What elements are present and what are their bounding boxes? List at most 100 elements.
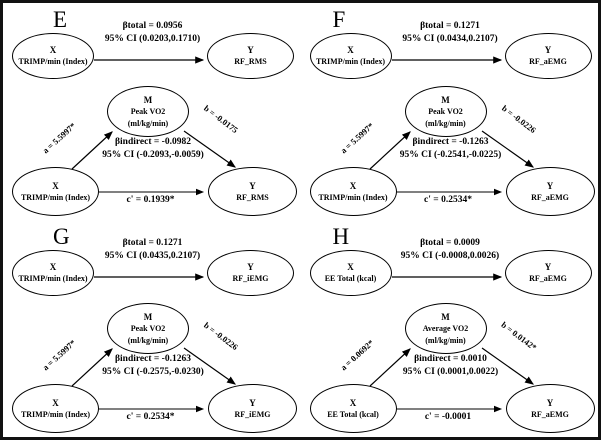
outcome-node-total: Y RF_aEMG bbox=[504, 250, 592, 296]
node-role-label: Y bbox=[247, 45, 254, 55]
beta-indirect-ci: 95% CI (0.0001,0.0022) bbox=[402, 366, 499, 377]
predictor-node-total: X TRIMP/min (Index) bbox=[309, 33, 392, 79]
node-unit-label: (ml/kg/min) bbox=[425, 118, 466, 128]
total-effect-stats: βtotal = 0.1271 95% CI (0.0434,0.2107) bbox=[353, 20, 548, 45]
path-arrows-layer bbox=[369, 56, 534, 196]
node-unit-label: (ml/kg/min) bbox=[127, 335, 169, 345]
beta-indirect-value: βindirect = -0.1263 bbox=[412, 137, 489, 147]
outcome-node-total: Y RF_RMS bbox=[207, 33, 294, 79]
indirect-effect-stats: βindirect = -0.1263 95% CI (-0.2575,-0.0… bbox=[53, 353, 253, 378]
node-role-label: Y bbox=[546, 180, 554, 191]
node-role-label: X bbox=[347, 262, 354, 272]
node-variable-label: TRIMP/min (Index) bbox=[315, 57, 386, 66]
total-effect-stats: βtotal = 0.0009 95% CI (-0.0008,0.0026) bbox=[353, 237, 548, 262]
panel-letter: G bbox=[53, 224, 71, 249]
indirect-effect-stats: βindirect = -0.1263 95% CI (-0.2541,-0.0… bbox=[351, 136, 551, 161]
node-role-label: M bbox=[143, 311, 153, 322]
beta-total-value: βtotal = 0.1271 bbox=[122, 238, 183, 248]
mediation-panel: H βtotal = 0.0009 95% CI (-0.0008,0.0026… bbox=[301, 220, 599, 437]
beta-indirect-ci: 95% CI (-0.2093,-0.0059) bbox=[102, 149, 204, 160]
node-role-label: X bbox=[52, 397, 59, 408]
node-role-label: M bbox=[441, 94, 450, 105]
predictor-node-mediation: X TRIMP/min (Index) bbox=[12, 384, 99, 433]
outcome-node-mediation: Y RF_aEMG bbox=[505, 167, 595, 216]
path-a-arrow bbox=[369, 348, 411, 387]
beta-total-value: βtotal = 0.1271 bbox=[420, 21, 480, 31]
outcome-node-mediation: Y RF_RMS bbox=[208, 167, 297, 216]
beta-total-value: βtotal = 0.0009 bbox=[420, 238, 480, 248]
path-a-arrow bbox=[369, 131, 411, 170]
beta-total-ci: 95% CI (0.0434,0.2107) bbox=[402, 33, 498, 44]
node-variable-label: TRIMP/min (Index) bbox=[18, 57, 88, 66]
node-unit-label: (ml/kg/min) bbox=[425, 335, 466, 345]
predictor-node-total: X TRIMP/min (Index) bbox=[12, 33, 94, 79]
node-variable-label: TRIMP/min (Index) bbox=[18, 274, 88, 283]
node-role-label: X bbox=[347, 45, 354, 55]
node-variable-label: Average VO2 bbox=[422, 323, 469, 333]
node-role-label: M bbox=[143, 94, 153, 105]
panel-letter: H bbox=[332, 224, 350, 249]
path-c-prime-coefficient: c' = 0.1939* bbox=[126, 195, 175, 205]
node-role-label: Y bbox=[247, 262, 254, 272]
node-role-label: M bbox=[441, 311, 450, 322]
node-variable-label: RF_aEMG bbox=[531, 192, 569, 202]
node-role-label: X bbox=[52, 180, 59, 191]
node-role-label: Y bbox=[546, 397, 554, 408]
node-variable-label: Peak VO2 bbox=[130, 106, 166, 116]
total-effect-stats: βtotal = 0.1271 95% CI (0.0435,0.2107) bbox=[55, 237, 250, 262]
panel-letter: F bbox=[332, 7, 346, 32]
path-a-arrow bbox=[71, 348, 113, 387]
indirect-effect-stats: βindirect = -0.0982 95% CI (-0.2093,-0.0… bbox=[53, 136, 253, 161]
node-role-label: Y bbox=[249, 180, 256, 191]
path-a-arrow bbox=[71, 131, 113, 170]
outcome-node-total: Y RF_aEMG bbox=[504, 33, 592, 79]
beta-total-ci: 95% CI (-0.0008,0.0026) bbox=[400, 250, 500, 261]
path-arrows-layer bbox=[369, 273, 534, 413]
outcome-node-mediation: Y RF_iEMG bbox=[208, 384, 297, 433]
path-b-arrow bbox=[481, 130, 534, 168]
node-role-label: X bbox=[49, 262, 57, 272]
beta-indirect-ci: 95% CI (-0.2575,-0.0230) bbox=[102, 366, 204, 377]
node-variable-label: EE Total (kcal) bbox=[327, 409, 379, 419]
indirect-effect-stats: βindirect = 0.0010 95% CI (0.0001,0.0022… bbox=[351, 353, 551, 378]
node-variable-label: TRIMP/min (Index) bbox=[20, 192, 91, 202]
predictor-node-mediation: X TRIMP/min (Index) bbox=[12, 167, 99, 216]
node-variable-label: RF_iEMG bbox=[232, 274, 269, 283]
beta-indirect-ci: 95% CI (-0.2541,-0.0225) bbox=[399, 149, 502, 160]
node-variable-label: RF_RMS bbox=[234, 57, 267, 66]
node-role-label: Y bbox=[249, 397, 256, 408]
node-role-label: Y bbox=[544, 262, 552, 272]
beta-indirect-value: βindirect = 0.0010 bbox=[414, 354, 487, 364]
node-variable-label: RF_aEMG bbox=[529, 57, 567, 66]
node-variable-label: Peak VO2 bbox=[130, 323, 166, 333]
total-effect-stats: βtotal = 0.0956 95% CI (0.0203,0.1710) bbox=[55, 20, 250, 45]
predictor-node-mediation: X EE Total (kcal) bbox=[309, 384, 397, 433]
path-arrows-layer bbox=[71, 273, 236, 413]
path-b-arrow bbox=[481, 347, 534, 385]
path-c-prime-coefficient: c' = 0.2534* bbox=[126, 412, 175, 422]
beta-indirect-value: βindirect = -0.0982 bbox=[115, 137, 191, 147]
path-arrows-layer bbox=[71, 56, 236, 196]
mediation-panel: F βtotal = 0.1271 95% CI (0.0434,0.2107)… bbox=[301, 3, 599, 220]
node-role-label: X bbox=[349, 397, 357, 408]
beta-total-ci: 95% CI (0.0203,0.1710) bbox=[104, 33, 201, 44]
path-b-arrow bbox=[183, 130, 236, 168]
node-variable-label: Peak VO2 bbox=[428, 106, 463, 116]
path-b-arrow bbox=[183, 347, 236, 385]
mediator-node: M Peak VO2 (ml/kg/min) bbox=[107, 303, 189, 354]
predictor-node-mediation: X TRIMP/min (Index) bbox=[309, 167, 397, 216]
node-variable-label: EE Total (kcal) bbox=[324, 274, 377, 283]
mediation-panel: G βtotal = 0.1271 95% CI (0.0435,0.2107)… bbox=[3, 220, 301, 437]
mediator-node: M Average VO2 (ml/kg/min) bbox=[404, 303, 487, 354]
path-c-prime-coefficient: c' = 0.2534* bbox=[424, 195, 472, 205]
predictor-node-total: X TRIMP/min (Index) bbox=[12, 250, 94, 296]
node-role-label: Y bbox=[544, 45, 552, 55]
node-variable-label: RF_RMS bbox=[236, 192, 269, 202]
outcome-node-mediation: Y RF_aEMG bbox=[505, 384, 595, 433]
node-unit-label: (ml/kg/min) bbox=[127, 118, 169, 128]
mediation-panel: E βtotal = 0.0956 95% CI (0.0203,0.1710)… bbox=[3, 3, 301, 220]
node-role-label: X bbox=[49, 45, 57, 55]
beta-indirect-value: βindirect = -0.1263 bbox=[115, 354, 191, 364]
panel-letter: E bbox=[53, 7, 68, 32]
